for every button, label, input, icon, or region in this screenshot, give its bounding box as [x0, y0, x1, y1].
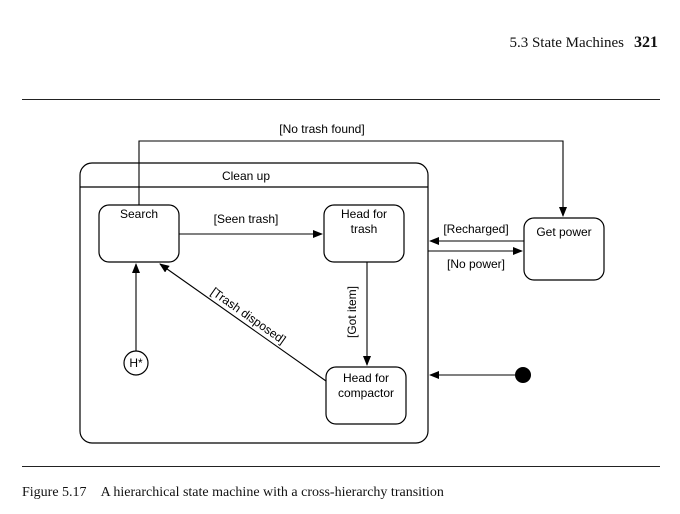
transition-no-power: [No power] [428, 247, 523, 271]
transition-seen-trash: [Seen trash] [179, 212, 323, 238]
caption-text: A hierarchical state machine with a cros… [100, 485, 444, 500]
no-power-label: [No power] [447, 257, 505, 271]
figure-caption: Figure 5.17 A hierarchical state machine … [22, 485, 444, 501]
head-for-compactor-label-line1: Head for [343, 371, 389, 385]
state-head-for-compactor: Head for compactor [325, 366, 407, 425]
got-item-label: [Got item] [345, 286, 359, 338]
head-for-trash-label-line2: trash [351, 222, 378, 236]
running-header: 5.3 State Machines 321 [509, 34, 658, 52]
recharged-label: [Recharged] [443, 222, 508, 236]
transition-trash-disposed: [Trash disposed] [159, 263, 327, 382]
seen-trash-label: [Seen trash] [214, 212, 279, 226]
search-label: Search [120, 207, 158, 221]
head-for-compactor-label-line2: compactor [338, 386, 394, 400]
state-search: Search [98, 204, 180, 263]
get-power-label: Get power [536, 225, 591, 239]
history-state: H* [123, 350, 149, 376]
history-label: H* [129, 356, 143, 370]
figure-number: Figure 5.17 [22, 485, 87, 500]
clean-up-superstate: Clean up [79, 162, 429, 444]
page-number: 321 [634, 34, 658, 51]
transition-got-item: [Got item] [345, 262, 371, 366]
initial-state-dot [515, 367, 531, 383]
transition-no-trash-found: [No trash found] [138, 122, 567, 217]
clean-up-label: Clean up [222, 169, 270, 183]
top-rule [22, 99, 660, 100]
state-get-power: Get power [523, 217, 605, 281]
transition-recharged: [Recharged] [429, 222, 524, 245]
no-trash-found-label: [No trash found] [279, 122, 364, 136]
state-head-for-trash: Head for trash [323, 204, 405, 263]
bottom-rule [22, 466, 660, 467]
trash-disposed-label: [Trash disposed] [208, 285, 288, 347]
section-title: 5.3 State Machines [509, 35, 624, 51]
head-for-trash-label-line1: Head for [341, 207, 387, 221]
